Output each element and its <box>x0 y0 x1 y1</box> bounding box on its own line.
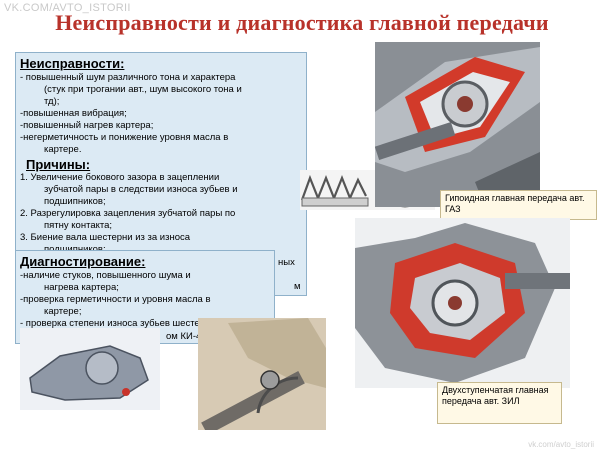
watermark-bottom: vk.com/avto_istorii <box>528 440 594 449</box>
watermark: VK.COM/AVTO_ISTORII <box>4 2 131 14</box>
causes-list: 1. Увеличение бокового зазора в зацеплен… <box>20 172 238 256</box>
diagnosis-line: -проверка герметичности и уровня масла в <box>20 294 211 305</box>
causes-line: зубчатой пары в следствии износа зубьев … <box>44 184 238 195</box>
faults-heading: Неисправности: <box>20 56 125 71</box>
gaz-final-drive-image <box>375 42 540 207</box>
causes-heading: Причины: <box>26 157 91 172</box>
faults-line: -негерметичность и понижение уровня масл… <box>20 132 229 143</box>
diagnosis-list: -наличие стуков, повышенного шума и нагр… <box>20 270 223 330</box>
faults-line: -повышенный нагрев картера; <box>20 120 154 131</box>
zil-caption: Двухступенчатая главная передача авт. ЗИ… <box>437 382 562 424</box>
faults-line: (стук при трогании авт., шум высокого то… <box>44 84 242 95</box>
diagnosis-fragment: ом КИ-4 <box>166 331 202 342</box>
faults-line: тд); <box>44 96 60 107</box>
causes-line: 3. Биение вала шестерни из за износа <box>20 232 191 243</box>
gaz-caption: Гипоидная главная передача авт. ГАЗ <box>440 190 597 220</box>
measuring-tool-image <box>198 318 326 430</box>
faults-line: -повышенная вибрация; <box>20 108 127 119</box>
faults-line: картере. <box>44 144 82 155</box>
diagnosis-line: - проверка степени износа зубьев шестере… <box>20 318 224 329</box>
faults-list: - повышенный шум различного тона и харак… <box>20 72 242 156</box>
causes-line: подшипников; <box>20 244 238 256</box>
causes-fragment: ных <box>278 257 295 268</box>
diagnosis-line: -наличие стуков, повышенного шума и <box>20 270 191 281</box>
causes-line: подшипников; <box>44 196 106 207</box>
gearbox-drawing <box>20 328 160 410</box>
causes-line: пятну контакта; <box>44 220 113 231</box>
causes-line: 2. Разрегулировка зацепления зубчатой па… <box>20 208 236 219</box>
faults-line: - повышенный шум различного тона и харак… <box>20 72 236 83</box>
diagnosis-heading: Диагностирование: <box>20 254 146 269</box>
causes-fragment: м <box>294 281 301 292</box>
diagnosis-line: картере; <box>44 306 82 317</box>
zil-final-drive-image <box>355 218 570 388</box>
page-title: Неисправности и диагностика главной пере… <box>55 10 549 35</box>
diagnosis-line: нагрева картера; <box>44 282 119 293</box>
causes-line: 1. Увеличение бокового зазора в зацеплен… <box>20 172 220 183</box>
